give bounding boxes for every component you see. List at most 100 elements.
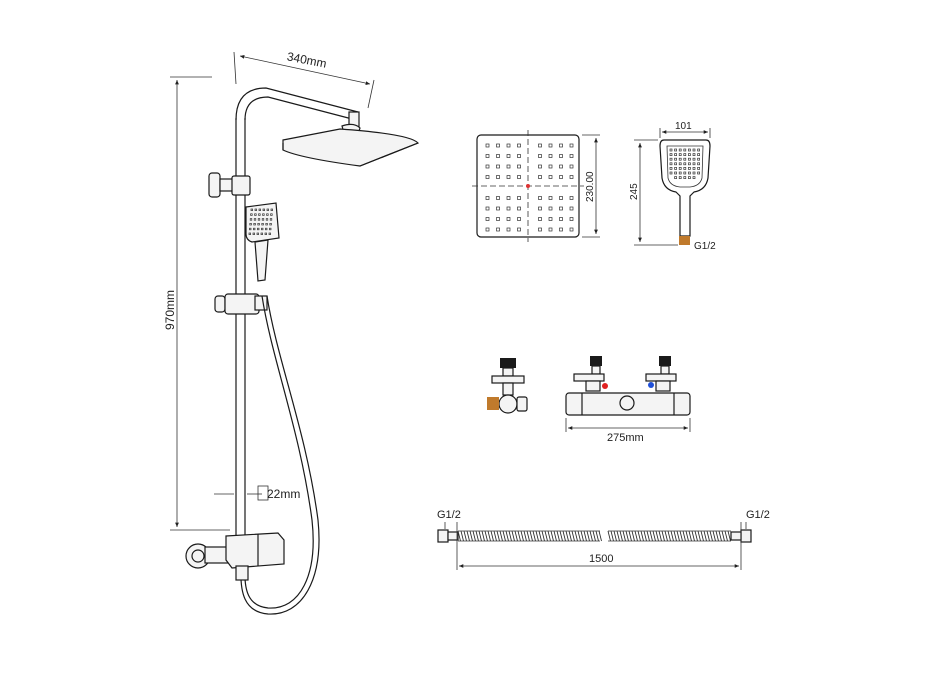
nozzle xyxy=(496,217,500,221)
hand-nozzle-small xyxy=(262,208,265,211)
hand-nozzle-small xyxy=(269,218,273,221)
hose-coil xyxy=(610,530,614,542)
hand-nozzle xyxy=(688,162,691,166)
nozzle xyxy=(506,143,511,148)
nozzle xyxy=(548,217,553,221)
hand-height-dimension: 245 xyxy=(629,139,678,246)
nozzle xyxy=(569,217,574,221)
thermostatic-valve-front: 275mm xyxy=(565,356,691,444)
hose-coil xyxy=(577,530,581,542)
hand-nozzle-small xyxy=(253,218,257,221)
hand-nozzle xyxy=(692,157,696,161)
hand-nozzle xyxy=(683,176,687,179)
hand-nozzle xyxy=(697,171,700,175)
hose-coil xyxy=(541,530,545,542)
hose-coil xyxy=(661,530,665,542)
nozzle xyxy=(538,196,542,200)
nozzle xyxy=(559,227,563,232)
nozzle xyxy=(496,196,500,200)
head-size-dimension: 230.00 xyxy=(582,134,600,238)
hand-height-label: 245 xyxy=(629,183,640,200)
hot-indicator xyxy=(602,383,608,389)
hose-coil xyxy=(460,530,464,542)
hose-coil xyxy=(544,530,548,542)
hand-nozzle-small xyxy=(252,232,255,235)
hose-coil xyxy=(463,530,467,542)
hand-nozzle xyxy=(669,157,673,161)
hand-nozzle xyxy=(683,153,687,156)
hose-coils xyxy=(457,530,731,542)
hose-coil xyxy=(613,530,617,542)
hand-nozzle xyxy=(688,157,691,161)
nozzle xyxy=(538,154,542,158)
hand-nozzle-small xyxy=(250,213,253,216)
hand-nozzle xyxy=(688,148,691,152)
thermostatic-mixer-bar xyxy=(185,532,285,581)
hand-nozzle-small xyxy=(253,227,256,231)
hand-nozzle xyxy=(669,171,673,175)
hose-coil xyxy=(535,530,539,542)
hose-coil xyxy=(676,530,680,542)
hand-nozzle xyxy=(678,153,682,156)
hand-nozzle xyxy=(674,171,677,175)
hose-coil xyxy=(505,530,509,542)
hose-coil xyxy=(457,530,461,542)
hose-coil xyxy=(469,530,473,542)
hand-nozzle xyxy=(697,148,700,152)
nozzle xyxy=(517,143,521,148)
hand-nozzle-small xyxy=(268,232,271,235)
hand-nozzle-small xyxy=(249,218,253,221)
nozzle xyxy=(548,175,553,179)
hand-nozzle-small xyxy=(269,223,272,226)
nozzle xyxy=(569,196,574,200)
nozzle xyxy=(517,206,521,211)
hose-coil xyxy=(637,530,641,542)
hand-thread-label: G1/2 xyxy=(694,241,716,252)
hand-nozzle xyxy=(683,167,687,170)
hose-coil xyxy=(658,530,662,542)
hose-length-dimension: 1500 xyxy=(459,553,739,568)
hose-coil xyxy=(670,530,674,542)
eccentric-connector xyxy=(487,358,528,414)
hand-nozzle xyxy=(674,148,677,152)
hand-shower-front-view: 101 245 G1/2 xyxy=(629,121,716,252)
nozzle xyxy=(559,164,563,169)
nozzle xyxy=(548,206,553,211)
head-size-label: 230.00 xyxy=(585,171,596,202)
hose-coil xyxy=(472,530,476,542)
hose-coil xyxy=(523,530,527,542)
hand-nozzle xyxy=(688,153,691,156)
valve-width-label: 275mm xyxy=(607,432,644,444)
nozzle xyxy=(538,175,542,179)
hand-nozzle xyxy=(678,171,682,175)
hand-nozzle-small xyxy=(265,218,269,221)
hose-coil xyxy=(562,530,566,542)
hose-coil xyxy=(625,530,629,542)
hose-coil xyxy=(484,530,488,542)
hose-coil xyxy=(619,530,623,542)
hose-coil xyxy=(526,530,530,542)
nozzle xyxy=(496,154,500,158)
hand-nozzle-small xyxy=(261,218,265,221)
hand-nozzle xyxy=(669,148,673,152)
hose-coil xyxy=(682,530,686,542)
hose-thread-left-label: G1/2 xyxy=(437,509,461,521)
shower-hose-curve xyxy=(240,295,320,615)
hose-coil xyxy=(628,530,632,542)
hose-coil xyxy=(652,530,656,542)
nozzle xyxy=(569,227,574,232)
hose-coil xyxy=(634,530,638,542)
hand-nozzle xyxy=(669,167,673,170)
hose-length-label: 1500 xyxy=(589,553,613,565)
hand-nozzle-small xyxy=(254,213,257,216)
hand-shower-on-holder xyxy=(245,202,280,282)
hose-coil xyxy=(580,530,584,542)
hand-nozzle xyxy=(674,167,677,170)
hand-nozzle xyxy=(688,171,691,175)
hand-nozzle-small xyxy=(264,232,267,235)
hand-nozzle-grid xyxy=(669,148,700,179)
nozzle xyxy=(569,175,574,179)
hose-coil xyxy=(673,530,677,542)
height-dimension: 970mm xyxy=(163,76,230,531)
